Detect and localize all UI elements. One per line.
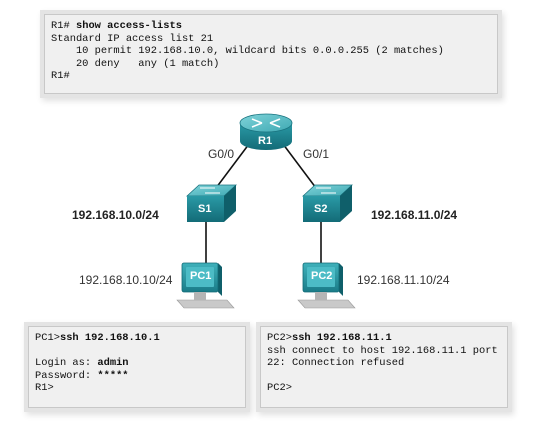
r1-prompt: R1# (51, 20, 70, 32)
pc1-login-label: Login as: (35, 357, 98, 370)
pc2-output-line: ssh connect to host 192.168.11.1 port (267, 344, 498, 357)
pc1-icon[interactable] (176, 262, 235, 309)
r1-output-line: Standard IP access list 21 (51, 32, 214, 45)
pc1-login-value: admin (97, 357, 129, 370)
r1-output-line: 20 deny any (1 match) (51, 57, 220, 70)
pc1-password-value: ***** (97, 369, 129, 382)
pc2-output-line: 22: Connection refused (267, 357, 405, 370)
r1-output-line: 10 permit 192.168.10.0, wildcard bits 0.… (51, 45, 444, 58)
pc2-icon[interactable] (297, 262, 356, 309)
interface-g0-0-label: G0/0 (208, 147, 235, 161)
r1-end-prompt: R1# (51, 70, 70, 83)
pc1-ip-label: 192.168.10.10/24 (79, 273, 173, 287)
pc2-terminal: PC2>ssh 192.168.11.1 ssh connect to host… (260, 326, 508, 408)
switch-s1-icon[interactable] (185, 184, 238, 222)
pc1-blank-line (35, 345, 239, 358)
pc2-command: ssh 192.168.11.1 (291, 332, 392, 344)
pc1-terminal: PC1>ssh 192.168.10.1 Login as: admin Pas… (28, 326, 246, 408)
pc1-label: PC1 (190, 270, 212, 282)
pc2-ip-label: 192.168.11.10/24 (357, 273, 450, 287)
r1-command-line: R1# show access-lists (51, 20, 491, 33)
pc2-label: PC2 (311, 270, 333, 282)
network-s1-label: 192.168.10.0/24 (72, 208, 159, 222)
switch-s2-icon[interactable] (301, 184, 354, 222)
pc2-prompt: PC2> (267, 332, 292, 344)
switch-s2-label: S2 (314, 203, 328, 215)
pc2-end-prompt: PC2> (267, 382, 292, 395)
pc2-command-line: PC2>ssh 192.168.11.1 (267, 332, 501, 345)
router-r1-label: R1 (258, 135, 273, 147)
pc1-password-line: Password: ***** (35, 370, 239, 383)
router-r1-icon[interactable] (239, 113, 293, 150)
pc1-command: ssh 192.168.10.1 (59, 332, 160, 344)
pc1-command-line: PC1>ssh 192.168.10.1 (35, 332, 239, 345)
switch-s1-label: S1 (198, 203, 212, 215)
pc1-login-line: Login as: admin (35, 357, 239, 370)
pc1-password-label: Password: (35, 369, 98, 382)
pc1-end-prompt: R1> (35, 382, 54, 395)
network-s2-label: 192.168.11.0/24 (371, 208, 458, 222)
r1-terminal: R1# show access-lists Standard IP access… (44, 14, 498, 94)
r1-command: show access-lists (75, 20, 182, 32)
pc1-prompt: PC1> (35, 332, 60, 344)
pc2-blank-line (267, 370, 501, 383)
interface-g0-1-label: G0/1 (303, 147, 330, 161)
